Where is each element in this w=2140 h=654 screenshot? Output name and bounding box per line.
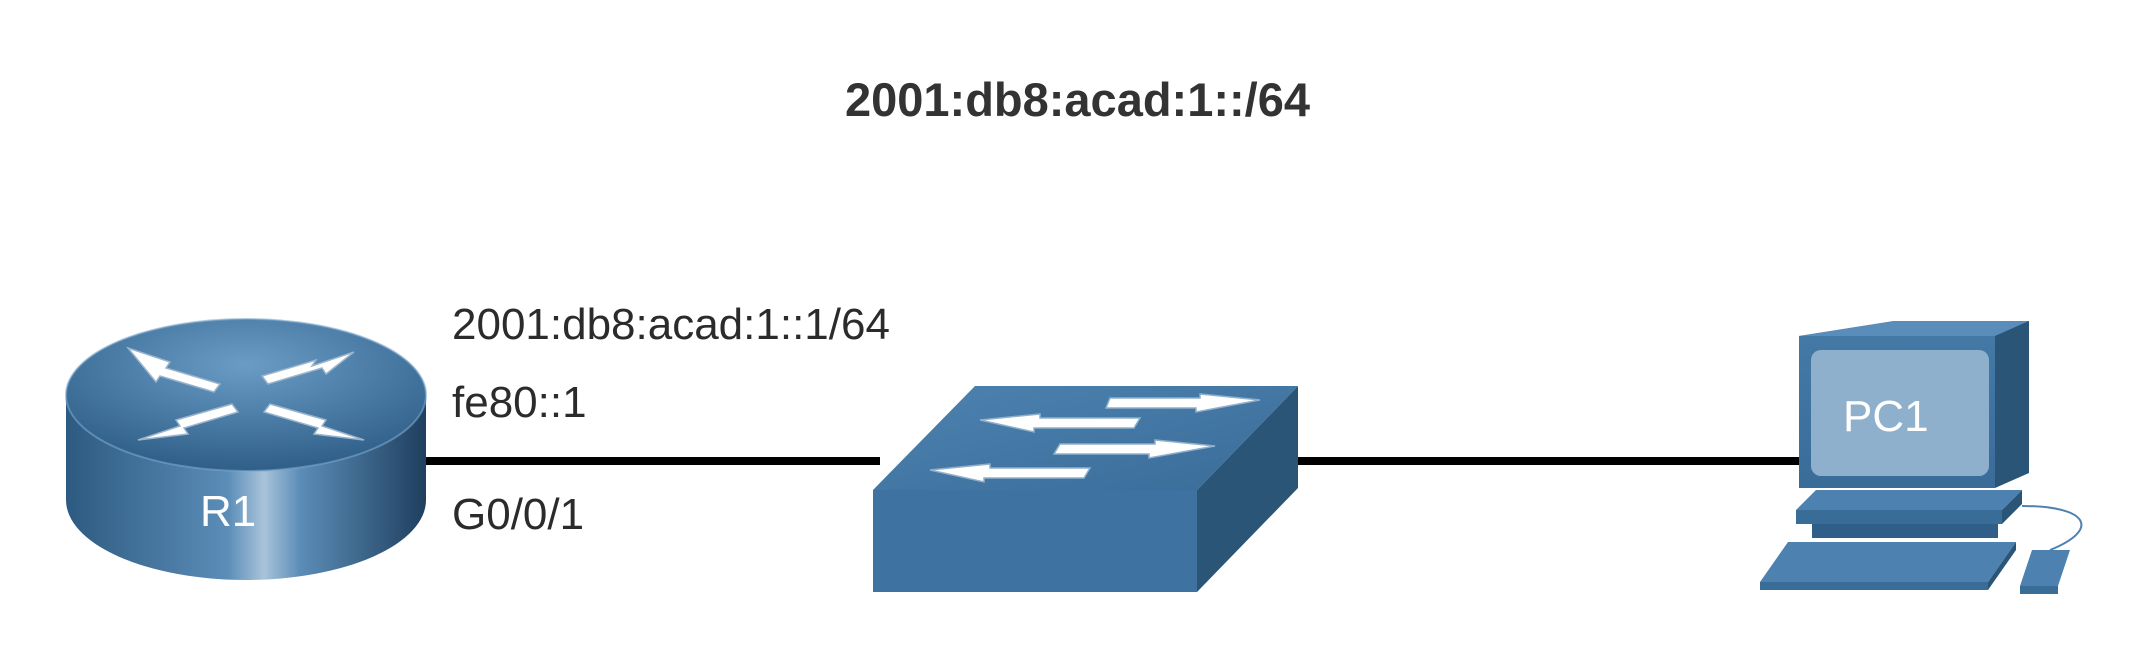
router-name-label: R1 (200, 487, 257, 536)
pc-pc1-icon (1760, 321, 2083, 594)
router-r1-icon (65, 318, 427, 580)
r1-link-local-address: fe80::1 (452, 378, 587, 427)
router-arrows-icon (125, 346, 365, 441)
pc-name-label: PC1 (1843, 392, 1929, 441)
switch-icon (873, 386, 1298, 592)
r1-gua-address: 2001:db8:acad:1::1/64 (452, 300, 890, 349)
r1-interface-label: G0/0/1 (452, 490, 585, 539)
switch-arrows-icon (929, 393, 1261, 483)
subnet-prefix-label: 2001:db8:acad:1::/64 (845, 73, 1310, 126)
